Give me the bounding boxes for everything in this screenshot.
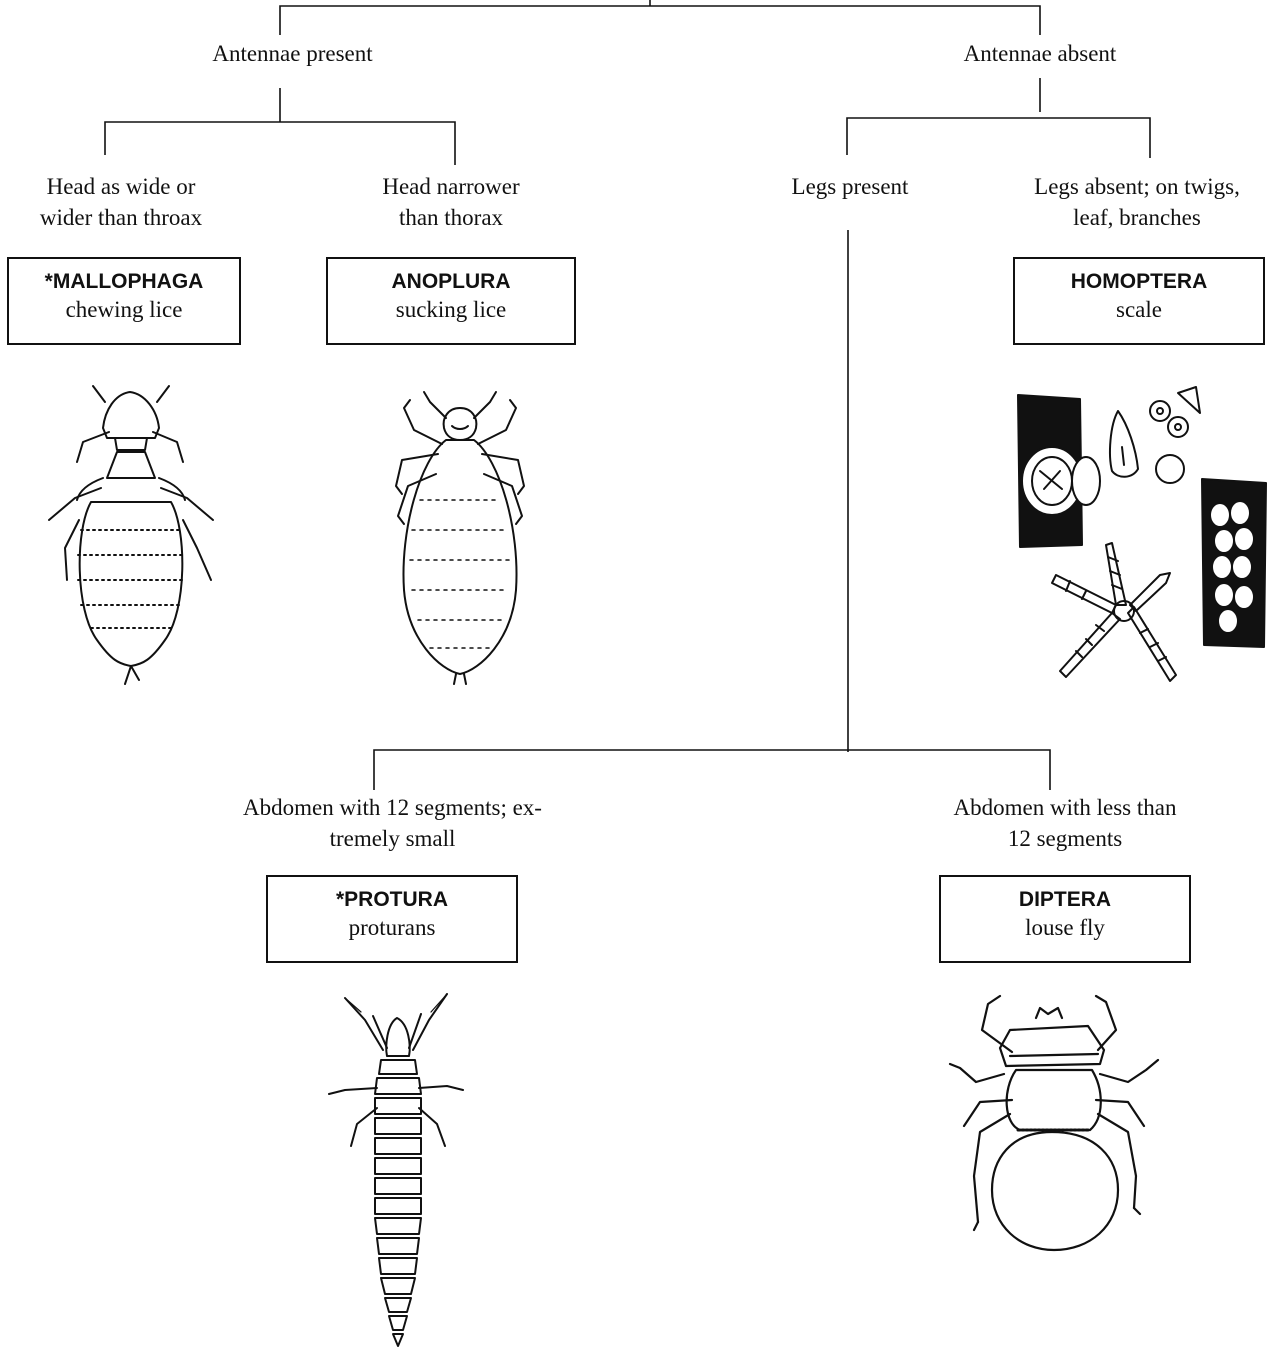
scale-insects-drawing [1000,385,1269,690]
proturan-drawing [325,990,470,1349]
mallophaga-box: *MALLOPHAGA chewing lice [7,257,241,345]
mallophaga-common-name: chewing lice [65,297,183,322]
abdomen-12-segments-label: Abdomen with 12 segments; ex-tremely sma… [243,795,542,851]
homoptera-order-name: HOMOPTERA [1070,270,1208,293]
protura-common-name: proturans [348,915,436,940]
sucking-louse-drawing [380,390,540,685]
homoptera-common-name: scale [1116,297,1162,322]
diptera-box: DIPTERA louse fly [939,875,1191,963]
anoplura-box: ANOPLURA sucking lice [326,257,576,345]
chewing-louse-drawing [35,380,225,685]
antennae-absent-label: Antennae absent [963,41,1117,66]
legs-present-label: Legs present [791,174,909,199]
anoplura-common-name: sucking lice [395,297,507,322]
diptera-common-name: louse fly [1025,915,1105,940]
legs-absent-label: Legs absent; on twigs,leaf, branches [1034,174,1240,230]
protura-order-name: *PROTURA [335,888,448,911]
antennae-present-label: Antennae present [212,41,373,66]
mallophaga-order-name: *MALLOPHAGA [44,270,204,293]
louse-fly-drawing [940,990,1170,1260]
protura-box: *PROTURA proturans [266,875,518,963]
anoplura-order-name: ANOPLURA [391,270,511,293]
homoptera-box: HOMOPTERA scale [1013,257,1265,345]
diptera-order-name: DIPTERA [1018,888,1112,911]
